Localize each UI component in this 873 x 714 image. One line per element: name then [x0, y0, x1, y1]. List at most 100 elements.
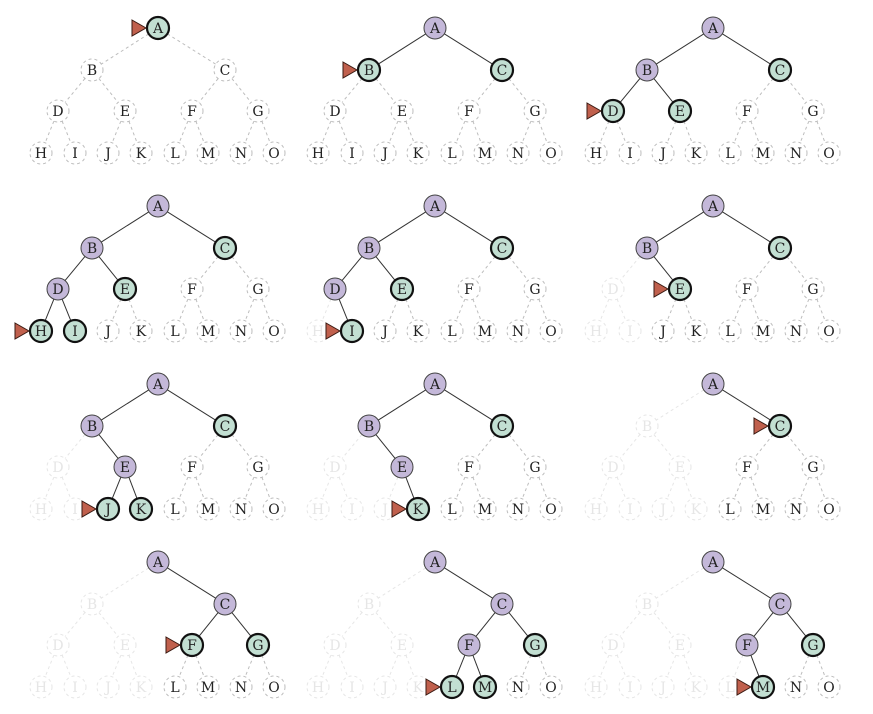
current-node-pointer-icon [81, 500, 98, 518]
node-label: N [790, 502, 802, 518]
node-circle [46, 633, 70, 657]
edge-B-E [375, 612, 396, 637]
node-O: O [817, 141, 841, 165]
node-circle [523, 455, 547, 479]
node-label: H [312, 680, 324, 696]
node-O: O [539, 319, 563, 343]
edge-G-O [261, 477, 271, 499]
node-label: L [170, 146, 179, 162]
node-label: H [35, 680, 47, 696]
node-circle [584, 497, 608, 521]
node-O: O [262, 319, 286, 343]
edge-A-B [656, 567, 704, 599]
node-circle [440, 141, 464, 165]
edge-C-G [231, 256, 252, 281]
node-label: D [607, 282, 618, 298]
edge-G-N [799, 477, 810, 499]
node-circle [684, 141, 708, 165]
node-label: C [220, 63, 231, 79]
edge-C-G [508, 256, 529, 281]
node-label: I [72, 324, 78, 340]
node-circle [246, 99, 270, 123]
node-label: I [72, 146, 78, 162]
edge-D-H [44, 655, 55, 677]
edge-A-B [101, 389, 149, 421]
node-label: I [627, 502, 633, 518]
node-A: A [423, 550, 447, 574]
edge-D-H [599, 477, 610, 499]
node-circle [29, 141, 53, 165]
node-label: A [707, 199, 719, 215]
edge-F-L [733, 477, 744, 499]
node-I: I [339, 318, 365, 344]
node-label: B [364, 597, 374, 613]
edge-G-N [521, 121, 532, 143]
node-K: K [684, 319, 708, 343]
node-G: G [800, 632, 826, 658]
node-B: B [80, 414, 104, 438]
node-label: E [675, 638, 685, 654]
node-N: N [229, 319, 253, 343]
edge-E-J [388, 477, 399, 499]
node-circle [373, 319, 397, 343]
edge-C-F [753, 256, 774, 281]
node-F: F [735, 277, 759, 301]
node-circle [701, 550, 725, 574]
node-K: K [129, 141, 153, 165]
node-label: D [52, 638, 63, 654]
node-circle [489, 235, 515, 261]
node-label: M [478, 324, 492, 340]
node-circle [506, 497, 530, 521]
node-circle [539, 141, 563, 165]
node-O: O [817, 675, 841, 699]
node-label: B [364, 63, 374, 79]
node-circle [584, 319, 608, 343]
current-node-pointer-icon [653, 280, 670, 298]
node-circle [212, 235, 238, 261]
node-D: D [601, 455, 625, 479]
node-label: N [790, 680, 802, 696]
node-M: M [751, 497, 775, 521]
node-circle [618, 141, 642, 165]
node-label: N [790, 324, 802, 340]
node-label: O [545, 502, 556, 518]
node-N: N [229, 497, 253, 521]
edge-E-K [405, 121, 415, 143]
node-label: F [742, 104, 752, 120]
node-label: C [220, 419, 231, 435]
node-circle [784, 497, 808, 521]
node-H: H [28, 318, 54, 344]
node-label: K [413, 324, 424, 340]
node-circle [651, 497, 675, 521]
node-label: K [691, 502, 702, 518]
node-circle [768, 592, 792, 616]
edge-E-K [128, 655, 138, 677]
node-circle [800, 632, 826, 658]
node-E: E [668, 455, 692, 479]
node-label: O [823, 502, 834, 518]
node-label: D [607, 460, 618, 476]
node-K: K [128, 496, 154, 522]
node-A: A [423, 16, 447, 40]
current-node-pointer-icon [14, 322, 31, 340]
edge-E-K [128, 121, 138, 143]
node-circle [196, 319, 220, 343]
node-E: E [390, 633, 414, 657]
edge-G-N [244, 477, 255, 499]
edge-F-M [750, 477, 760, 499]
edge-B-E [98, 612, 119, 637]
node-L: L [718, 141, 742, 165]
edge-C-F [475, 434, 496, 459]
current-node-pointer-icon [165, 636, 182, 654]
node-G: G [801, 99, 825, 123]
node-circle [423, 372, 447, 396]
edge-G-O [538, 121, 548, 143]
current-node-pointer-icon [391, 500, 408, 518]
edge-F-M [750, 655, 760, 677]
node-N: N [784, 497, 808, 521]
node-label: M [756, 680, 770, 696]
edge-F-M [472, 299, 482, 321]
edge-F-L [455, 477, 466, 499]
